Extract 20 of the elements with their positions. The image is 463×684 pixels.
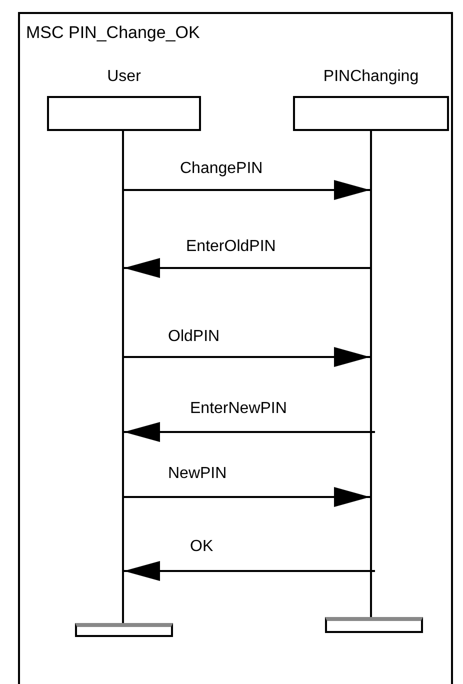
instance-name: PINChanging bbox=[323, 68, 419, 86]
message-arrow bbox=[124, 422, 375, 442]
message-label: EnterOldPIN bbox=[186, 238, 276, 256]
frame-label: MSC PIN_Change_OK bbox=[26, 24, 200, 42]
message-label: OK bbox=[190, 538, 214, 556]
lifeline bbox=[370, 131, 372, 618]
message-arrow bbox=[124, 180, 370, 200]
message-label: EnterNewPIN bbox=[190, 400, 287, 418]
message-arrow bbox=[124, 561, 375, 581]
message-arrow bbox=[124, 487, 370, 507]
message-label: NewPIN bbox=[168, 465, 227, 483]
message-label: ChangePIN bbox=[180, 160, 263, 178]
message-arrow bbox=[124, 347, 370, 367]
message-arrow bbox=[124, 258, 370, 278]
instance-end-bar bbox=[75, 623, 173, 637]
diagram-frame bbox=[18, 12, 453, 684]
instance-end-bar bbox=[325, 617, 423, 633]
lifeline bbox=[122, 131, 124, 624]
instance-name: User bbox=[107, 68, 141, 86]
message-label: OldPIN bbox=[168, 328, 220, 346]
